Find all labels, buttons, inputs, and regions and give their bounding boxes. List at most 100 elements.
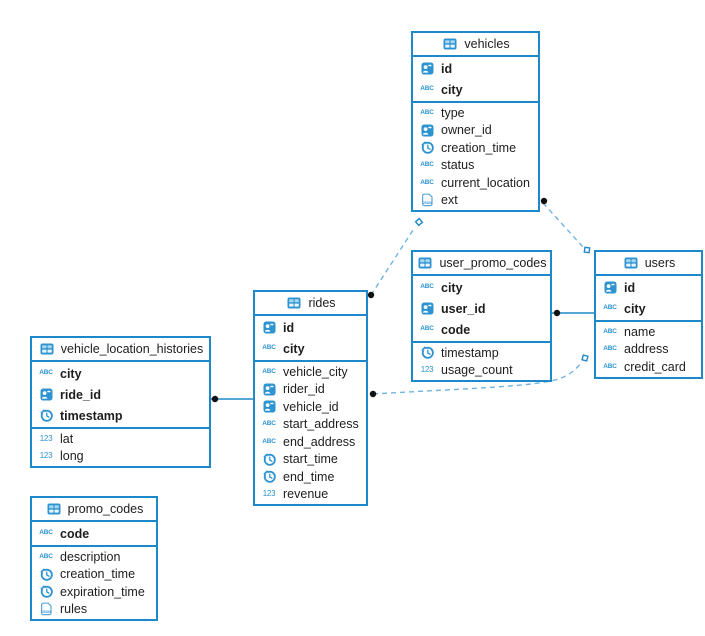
relation-user_promo_codes-to-users[interactable] <box>550 309 594 317</box>
column-name: city <box>624 301 646 316</box>
column-name: id <box>624 280 636 295</box>
column-name: long <box>60 449 84 464</box>
column-name: expiration_time <box>60 584 145 599</box>
column-name: city <box>60 366 82 381</box>
column-row-id[interactable]: id <box>596 277 701 298</box>
column-name: timestamp <box>60 408 123 423</box>
column-row-vehicle_id[interactable]: vehicle_id <box>255 398 366 416</box>
column-row-city[interactable]: ABC city <box>596 298 701 319</box>
column-row-start_time[interactable]: start_time <box>255 451 366 469</box>
table-title: user_promo_codes <box>439 256 547 270</box>
table-header[interactable]: rides <box>255 292 366 316</box>
clock-icon <box>260 470 278 484</box>
relation-line[interactable] <box>372 362 582 395</box>
table-header[interactable]: vehicle_location_histories <box>32 338 209 362</box>
abc-text-icon: ABC <box>262 367 276 375</box>
column-row-end_time[interactable]: end_time <box>255 468 366 486</box>
relation-endpoint-dot[interactable] <box>367 291 375 299</box>
column-name: timestamp <box>441 345 499 360</box>
column-name: ride_id <box>60 387 101 402</box>
table-header[interactable]: vehicles <box>413 33 538 57</box>
column-row-expiration_time[interactable]: expiration_time <box>32 583 156 601</box>
abc-text-icon: ABC <box>603 327 617 335</box>
column-name: start_address <box>283 417 359 432</box>
column-row-timestamp[interactable]: timestamp <box>32 405 209 426</box>
clock-icon <box>37 585 55 599</box>
clock-icon <box>418 141 436 155</box>
table-header[interactable]: promo_codes <box>32 498 156 522</box>
relation-endpoint-dot[interactable] <box>211 395 219 403</box>
relation-vehicle_location_histories-to-rides[interactable] <box>209 395 253 403</box>
abc-text-icon: ABC <box>420 85 434 93</box>
column-row-timestamp[interactable]: timestamp <box>413 344 550 362</box>
relation-endpoint-diamond[interactable] <box>581 354 589 362</box>
relation-vehicles-to-users[interactable] <box>540 197 591 254</box>
column-row-id[interactable]: id <box>255 317 366 338</box>
clock-icon <box>37 409 55 422</box>
abc-text-icon: ABC <box>603 304 617 312</box>
table-title: vehicle_location_histories <box>60 342 204 356</box>
id-badge-icon <box>601 281 619 294</box>
relation-endpoint-dot[interactable] <box>540 197 548 205</box>
relation-endpoint-dot[interactable] <box>369 390 377 398</box>
column-row-description[interactable]: ABC description <box>32 548 156 566</box>
column-row-owner_id[interactable]: owner_id <box>413 122 538 140</box>
table-header[interactable]: user_promo_codes <box>413 252 550 276</box>
column-name: end_address <box>283 434 356 449</box>
abc-text-icon: ABC <box>39 552 53 560</box>
column-name: status <box>441 158 475 173</box>
column-name: user_id <box>441 301 486 316</box>
relation-endpoint-diamond[interactable] <box>414 217 424 227</box>
column-row-user_id[interactable]: user_id <box>413 298 550 319</box>
relation-line[interactable] <box>542 202 584 248</box>
relation-endpoint-diamond[interactable] <box>583 246 591 254</box>
column-name: lat <box>60 431 74 446</box>
column-name: city <box>441 280 463 295</box>
column-name: description <box>60 549 121 564</box>
column-row-creation_time[interactable]: creation_time <box>32 566 156 584</box>
column-row-creation_time[interactable]: creation_time <box>413 139 538 157</box>
column-name: start_time <box>283 452 338 467</box>
column-row-ride_id[interactable]: ride_id <box>32 384 209 405</box>
column-row-id[interactable]: id <box>413 58 538 79</box>
id-badge-icon <box>418 62 436 75</box>
relation-rides-to-vehicles[interactable] <box>367 217 424 299</box>
relation-line[interactable] <box>370 226 416 296</box>
relation-endpoint-dot[interactable] <box>553 309 561 317</box>
table-header[interactable]: users <box>596 252 701 276</box>
relation-rides-to-users[interactable] <box>369 354 589 398</box>
column-row-rider_id[interactable]: rider_id <box>255 381 366 399</box>
abc-text-icon: ABC <box>262 344 276 352</box>
